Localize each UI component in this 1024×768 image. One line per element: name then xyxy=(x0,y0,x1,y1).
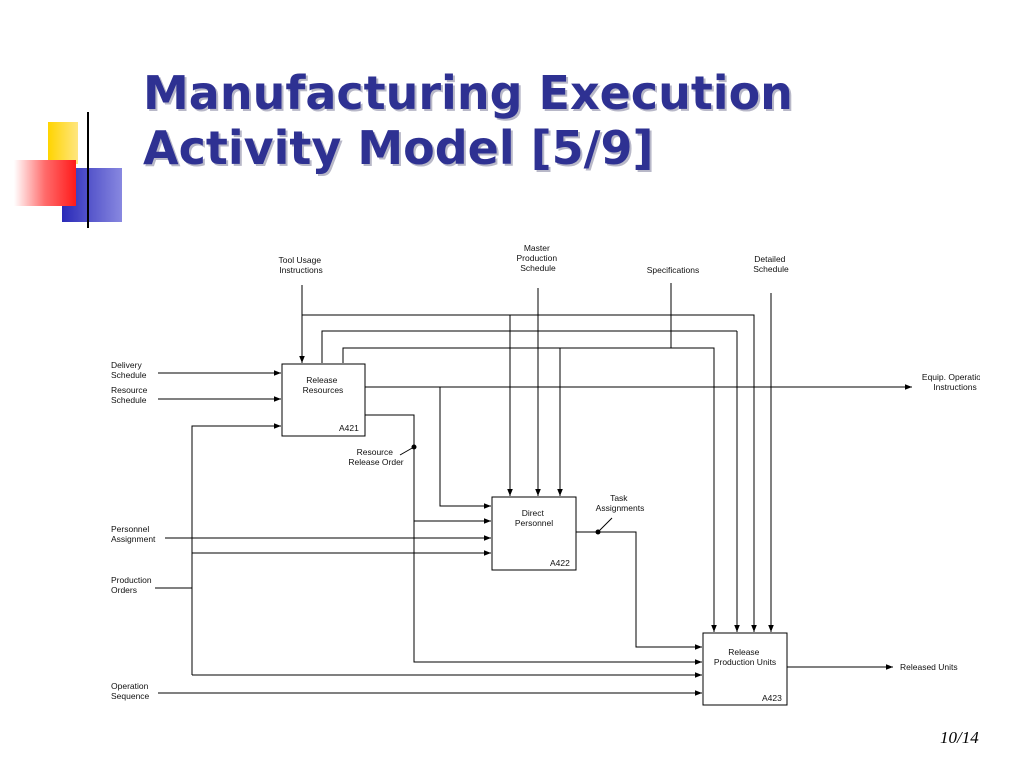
label-a421-line2: Resources xyxy=(303,385,344,395)
label-opseq-line1: Operation xyxy=(111,681,149,691)
label-tool-usage-line1: Tool Usage xyxy=(279,255,322,265)
label-resource-release-order: Resource Release Order xyxy=(348,447,403,467)
label-rro-line1: Resource xyxy=(357,447,394,457)
label-a422-line1: Direct xyxy=(522,508,545,518)
arrow-detailed-to-a421 xyxy=(321,330,737,363)
label-task-assignments: Task Assignments xyxy=(596,493,645,513)
label-a423-line1: Release xyxy=(728,647,759,657)
title-line-2: Activity Model [5/9] xyxy=(143,121,654,175)
arrow-task-assignments xyxy=(576,531,702,650)
label-tool-usage-line2: Instructions xyxy=(279,265,322,275)
label-personnel-line2: Assignment xyxy=(111,534,156,544)
red-square xyxy=(14,160,76,206)
arrow-spec-line xyxy=(670,283,717,632)
label-tool-usage: Tool Usage Instructions xyxy=(279,255,324,275)
slide-title: Manufacturing Execution Activity Model [… xyxy=(143,66,793,176)
label-resource-line1: Resource xyxy=(111,385,148,395)
box-a422 xyxy=(491,496,577,571)
leader-resource-release xyxy=(399,446,415,456)
label-rro-line2: Release Order xyxy=(348,457,403,467)
label-master-line3: Schedule xyxy=(520,263,556,273)
box-a421 xyxy=(281,363,366,437)
label-a422-line2: Personnel xyxy=(515,518,553,528)
code-a421: A421 xyxy=(339,423,359,433)
label-a423-line2: Production Units xyxy=(714,657,776,667)
label-equip-operation: Equip. Operation Instructions xyxy=(922,372,980,392)
label-master-line2: Production xyxy=(516,253,557,263)
label-a421: Release Resources xyxy=(303,375,344,395)
label-delivery-line1: Delivery xyxy=(111,360,142,370)
label-orders-line1: Production xyxy=(111,575,152,585)
label-master-line1: Master xyxy=(524,243,550,253)
code-a423: A423 xyxy=(762,693,782,703)
label-a421-line1: Release xyxy=(306,375,337,385)
arrow-a421-to-a422 xyxy=(439,387,491,509)
title-decoration xyxy=(14,112,960,228)
arrow-mps-to-a423 xyxy=(302,314,757,632)
label-task-line2: Assignments xyxy=(596,503,645,513)
idef0-diagram: Release Resources Direct Personnel Relea… xyxy=(111,243,980,706)
box-a423 xyxy=(702,632,788,706)
title-line-1: Manufacturing Execution xyxy=(143,66,793,120)
label-equip-line2: Instructions xyxy=(933,382,976,392)
label-orders-line2: Orders xyxy=(111,585,137,595)
label-delivery-schedule: Delivery Schedule xyxy=(111,360,147,380)
label-production-orders: Production Orders xyxy=(111,575,154,595)
label-detailed-line2: Schedule xyxy=(753,264,789,274)
label-detailed-schedule: Detailed Schedule xyxy=(753,254,789,274)
dot-task-assignments xyxy=(595,529,601,535)
yellow-square xyxy=(48,122,78,164)
code-a422: A422 xyxy=(550,558,570,568)
label-detailed-line1: Detailed xyxy=(754,254,785,264)
label-specifications: Specifications xyxy=(647,265,699,275)
label-resource-line2: Schedule xyxy=(111,395,147,405)
label-delivery-line2: Schedule xyxy=(111,370,147,380)
dot-resource-release xyxy=(411,444,417,450)
label-a422: Direct Personnel xyxy=(515,508,553,528)
page-number: 10/14 xyxy=(940,728,979,747)
arrow-spec-to-a421 xyxy=(342,347,671,363)
label-opseq-line2: Sequence xyxy=(111,691,150,701)
label-master-production: Master Production Schedule xyxy=(516,243,559,273)
label-personnel-line1: Personnel xyxy=(111,524,149,534)
label-released-units: Released Units xyxy=(900,662,958,672)
label-personnel-assignment: Personnel Assignment xyxy=(111,524,156,544)
label-a423: Release Production Units xyxy=(714,647,776,667)
arrow-orders-to-a421 xyxy=(191,423,281,675)
label-operation-sequence: Operation Sequence xyxy=(111,681,151,701)
label-equip-line1: Equip. Operation xyxy=(922,372,980,382)
label-resource-schedule: Resource Schedule xyxy=(111,385,150,405)
label-task-line1: Task xyxy=(610,493,628,503)
leader-task-assignments xyxy=(597,517,613,533)
